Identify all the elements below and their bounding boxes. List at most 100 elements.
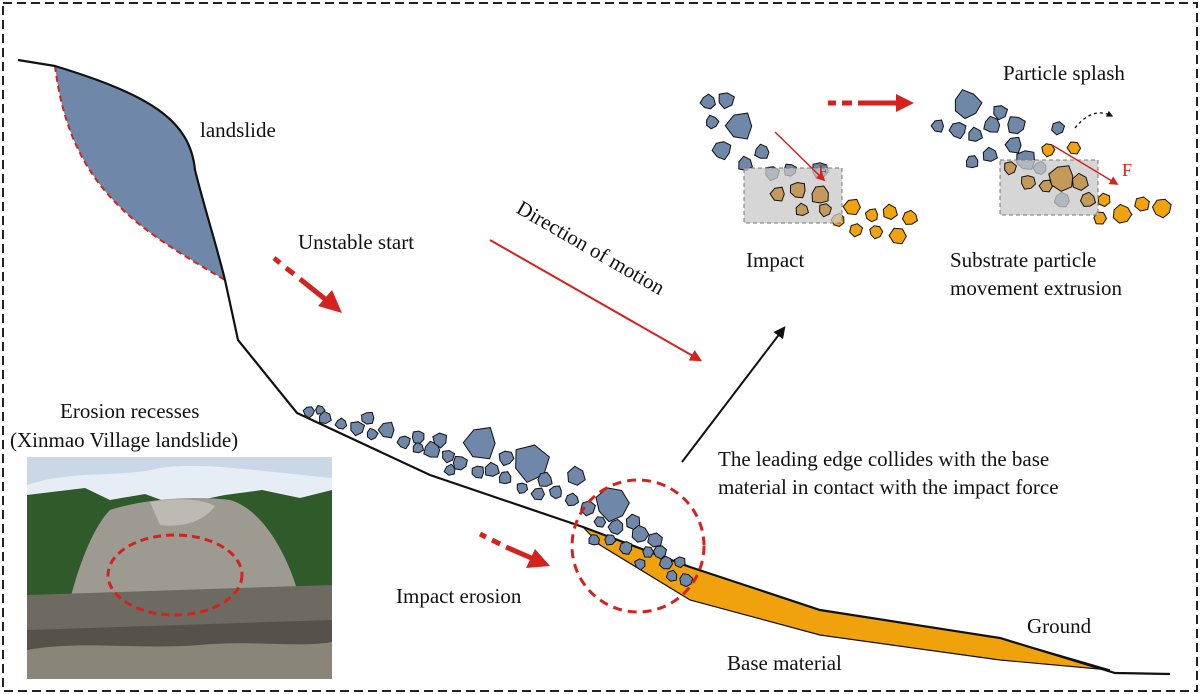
particle bbox=[634, 558, 646, 571]
particle bbox=[930, 119, 945, 133]
particle bbox=[462, 427, 496, 460]
particle bbox=[1051, 121, 1066, 136]
particle bbox=[580, 500, 596, 517]
particle bbox=[954, 89, 983, 120]
particle bbox=[965, 155, 979, 169]
slope-debris-particles bbox=[302, 404, 694, 588]
particle bbox=[302, 406, 316, 419]
impact-inset-particles-front bbox=[769, 181, 832, 218]
particle bbox=[901, 209, 919, 225]
particle bbox=[350, 421, 366, 437]
transition-arrow bbox=[828, 94, 914, 112]
particle bbox=[498, 450, 515, 467]
particle bbox=[1004, 136, 1022, 154]
particle bbox=[516, 482, 529, 494]
impact-erosion-arrow bbox=[478, 531, 550, 568]
base-material-label: Base material bbox=[727, 651, 842, 675]
particle bbox=[888, 227, 907, 245]
particle bbox=[625, 513, 641, 531]
particle bbox=[396, 435, 411, 450]
particle bbox=[442, 449, 456, 464]
particle bbox=[593, 516, 607, 528]
substrate-label-line2: movement extrusion bbox=[950, 276, 1123, 300]
particle bbox=[982, 146, 998, 162]
particle bbox=[1048, 165, 1074, 192]
impact-erosion-label: Impact erosion bbox=[396, 584, 522, 608]
particle bbox=[1134, 196, 1150, 212]
particle bbox=[706, 114, 720, 130]
particle bbox=[993, 105, 1009, 121]
particle bbox=[471, 465, 485, 479]
pointer-arrow bbox=[681, 326, 786, 463]
particle bbox=[738, 155, 753, 171]
particle bbox=[1041, 143, 1056, 158]
landslide-photo bbox=[27, 457, 332, 679]
particle bbox=[652, 545, 667, 560]
particle bbox=[724, 112, 753, 140]
leading-edge-label-line1: The leading edge collides with the base bbox=[718, 447, 1049, 471]
particle bbox=[564, 492, 580, 507]
particle bbox=[1007, 116, 1026, 135]
substrate-label-line1: Substrate particle bbox=[950, 248, 1096, 272]
particle bbox=[642, 546, 655, 558]
particle bbox=[1079, 191, 1097, 207]
particle bbox=[361, 411, 375, 425]
particle bbox=[1097, 192, 1111, 208]
particle bbox=[1151, 198, 1172, 219]
particle bbox=[443, 463, 456, 476]
particle-splash-label: Particle splash bbox=[1003, 61, 1125, 85]
particle bbox=[537, 471, 553, 487]
particle bbox=[1112, 203, 1133, 224]
particle bbox=[604, 534, 617, 546]
particle bbox=[411, 430, 425, 444]
particle bbox=[665, 569, 678, 582]
splash-trajectory-arrow bbox=[1074, 110, 1114, 129]
particle bbox=[515, 444, 550, 484]
particle bbox=[567, 465, 586, 486]
particle bbox=[679, 573, 694, 588]
particle bbox=[452, 455, 468, 471]
particle bbox=[1004, 161, 1017, 176]
particle bbox=[1038, 179, 1054, 193]
particle bbox=[1066, 141, 1082, 155]
particle bbox=[588, 534, 601, 546]
particle bbox=[869, 225, 884, 240]
particle bbox=[673, 556, 686, 569]
particle bbox=[718, 92, 735, 110]
particle bbox=[631, 524, 650, 543]
particle bbox=[948, 121, 967, 140]
erosion-recess-circle bbox=[106, 533, 244, 617]
direction-of-motion-arrow bbox=[489, 239, 703, 362]
particle bbox=[498, 471, 512, 485]
particle bbox=[1021, 175, 1037, 190]
slope-profile-line bbox=[17, 58, 1171, 676]
particle bbox=[484, 461, 500, 477]
landslide-label: landslide bbox=[200, 118, 276, 142]
particle bbox=[795, 202, 810, 217]
particle bbox=[882, 203, 898, 221]
particle bbox=[711, 141, 732, 161]
impact-label: Impact bbox=[746, 248, 804, 272]
erosion-label-line2: (Xinmao Village landslide) bbox=[10, 428, 238, 452]
particle bbox=[432, 432, 448, 449]
particle bbox=[607, 518, 624, 535]
ground-label: Ground bbox=[1027, 614, 1092, 638]
erosion-label-line1: Erosion recesses bbox=[60, 399, 199, 423]
particle bbox=[647, 532, 663, 548]
splash-inset-particles-front bbox=[1004, 161, 1097, 207]
particle bbox=[1071, 172, 1089, 191]
particle bbox=[548, 485, 562, 500]
particle bbox=[769, 186, 785, 202]
landslide-body bbox=[55, 66, 225, 280]
collision-zone-circle bbox=[570, 478, 706, 614]
particle bbox=[699, 93, 716, 110]
unstable-start-label: Unstable start bbox=[298, 230, 414, 254]
force-arrow-splash bbox=[1051, 144, 1119, 185]
force-label-impact: F bbox=[818, 161, 828, 181]
particle bbox=[315, 404, 326, 415]
unstable-start-arrow bbox=[272, 256, 342, 313]
particle bbox=[983, 115, 1001, 133]
